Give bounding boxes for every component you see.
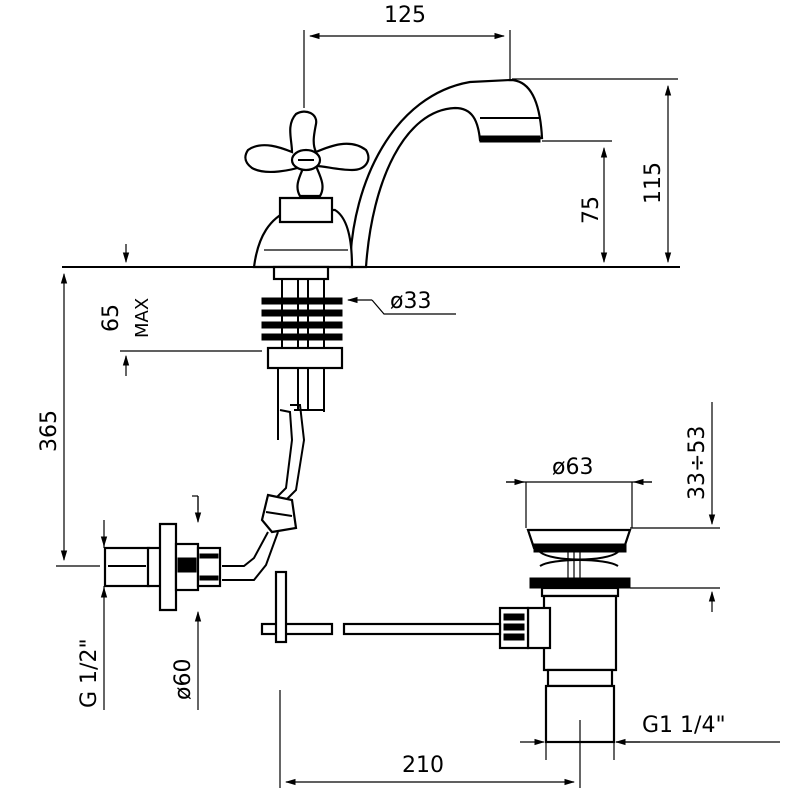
dim-spout-reach: 125 <box>384 3 426 28</box>
dim-total-height: 115 <box>641 162 666 204</box>
dim-inlet-thread: G 1/2" <box>77 638 102 708</box>
dim-waste-offset: 210 <box>402 753 444 778</box>
dim-deck-max: MAX <box>132 298 153 338</box>
dim-waste-diameter: ø63 <box>552 455 593 480</box>
pop-up-waste <box>260 528 632 744</box>
dim-hose-length: 365 <box>37 410 62 452</box>
dimensions <box>56 30 780 788</box>
dim-spout-height: 75 <box>579 196 604 224</box>
dim-waste-thread: G1 1/4" <box>642 713 726 738</box>
dim-inlet-diameter: ø60 <box>171 659 196 700</box>
dim-stem-diameter: ø33 <box>390 289 431 314</box>
dim-waste-adjust: 33÷53 <box>685 426 710 500</box>
under-deck-stem <box>222 265 344 581</box>
wall-inlet <box>103 522 222 612</box>
faucet-body <box>244 78 544 269</box>
dim-deck-thickness: 65 <box>99 304 124 332</box>
